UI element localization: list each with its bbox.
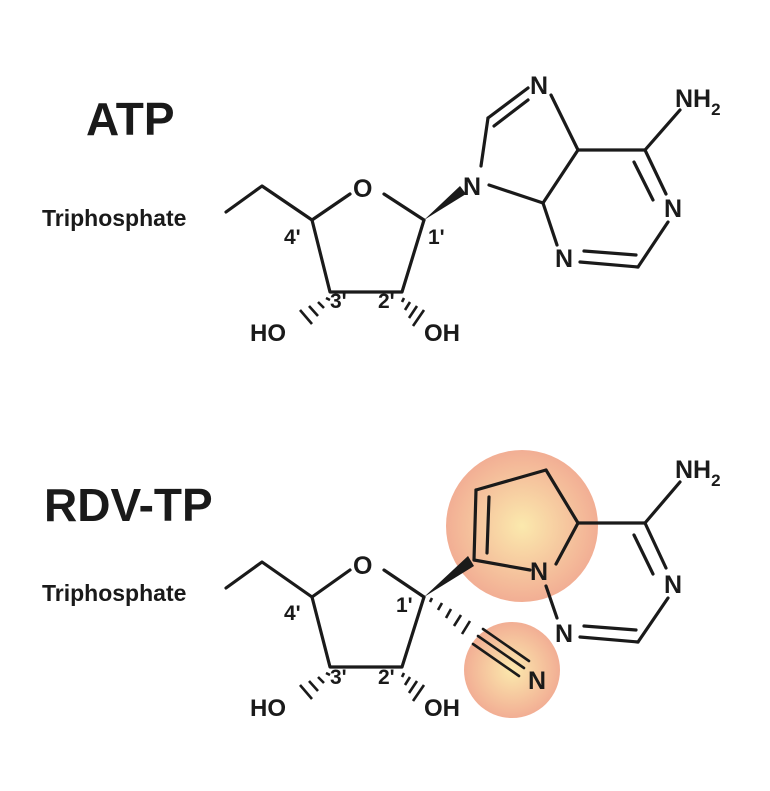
rdv-ring-bonds: [310, 595, 426, 669]
atp-hydroxyl-3: HO: [250, 320, 286, 347]
rdv-hashed-bond-3: [299, 671, 331, 700]
rdv-hashed-bond-2: [400, 672, 426, 702]
rdv-triphosphate-label: Triphosphate: [42, 580, 186, 606]
atp-hashed-bond-3: [299, 296, 331, 325]
atp-wedge-bond: [424, 186, 466, 220]
atp-pos-1: 1': [428, 226, 445, 249]
rdv-hydroxyl-3: HO: [250, 695, 286, 722]
rdv-c4-o-bond: [310, 568, 352, 599]
atp-base-n3: N: [555, 245, 573, 273]
atp-base-n1: N: [664, 195, 682, 223]
atp-ring-oxygen: O: [353, 175, 372, 203]
rdv-structure: RDV-TP Triphosphate O 4' 1' 3' 2' HO OH: [42, 450, 721, 722]
rdv-pos-4: 4': [284, 602, 301, 625]
rdv-base-n-bridge: N: [530, 558, 548, 586]
atp-pos-2: 2': [378, 290, 395, 313]
rdv-base-bonds: [472, 468, 682, 644]
rdv-amine: NH2: [675, 456, 721, 490]
atp-c4-o-bond: [310, 192, 352, 222]
rdv-hydroxyl-2: OH: [424, 695, 460, 722]
atp-hydroxyl-2: OH: [424, 320, 460, 347]
rdv-base-n-bottom: N: [555, 620, 573, 648]
atp-pos-4: 4': [284, 226, 301, 249]
rdv-c5-bond: [224, 560, 314, 599]
atp-base-bonds: [479, 86, 682, 269]
atp-structure: ATP Triphosphate O 4' 1' 3' 2' HO OH: [42, 72, 721, 347]
rdv-nitrile-triple-bond: [471, 627, 531, 678]
rdv-pos-2: 2': [378, 666, 395, 689]
atp-title: ATP: [86, 93, 175, 145]
rdv-wedge-bond: [424, 556, 474, 597]
rdv-hashed-nitrile-bond: [428, 597, 472, 635]
rdv-pos-3: 3': [330, 666, 347, 689]
atp-c5-bond: [224, 184, 314, 222]
rdv-base-n-right: N: [664, 571, 682, 599]
atp-triphosphate-label: Triphosphate: [42, 205, 186, 231]
rdv-pos-1: 1': [396, 594, 413, 617]
atp-pos-3: 3': [330, 290, 347, 313]
atp-base-n7: N: [530, 72, 548, 100]
atp-amine: NH2: [675, 85, 721, 119]
atp-o-c1-bond: [382, 192, 426, 222]
atp-hashed-bond-2: [400, 297, 426, 327]
rdv-o-c1-bond: [382, 568, 426, 599]
rdv-title: RDV-TP: [44, 479, 213, 531]
atp-base-n9: N: [463, 173, 481, 201]
atp-ring-bonds: [310, 218, 426, 294]
rdv-ring-oxygen: O: [353, 552, 372, 580]
rdv-nitrile-n: N: [528, 667, 546, 695]
